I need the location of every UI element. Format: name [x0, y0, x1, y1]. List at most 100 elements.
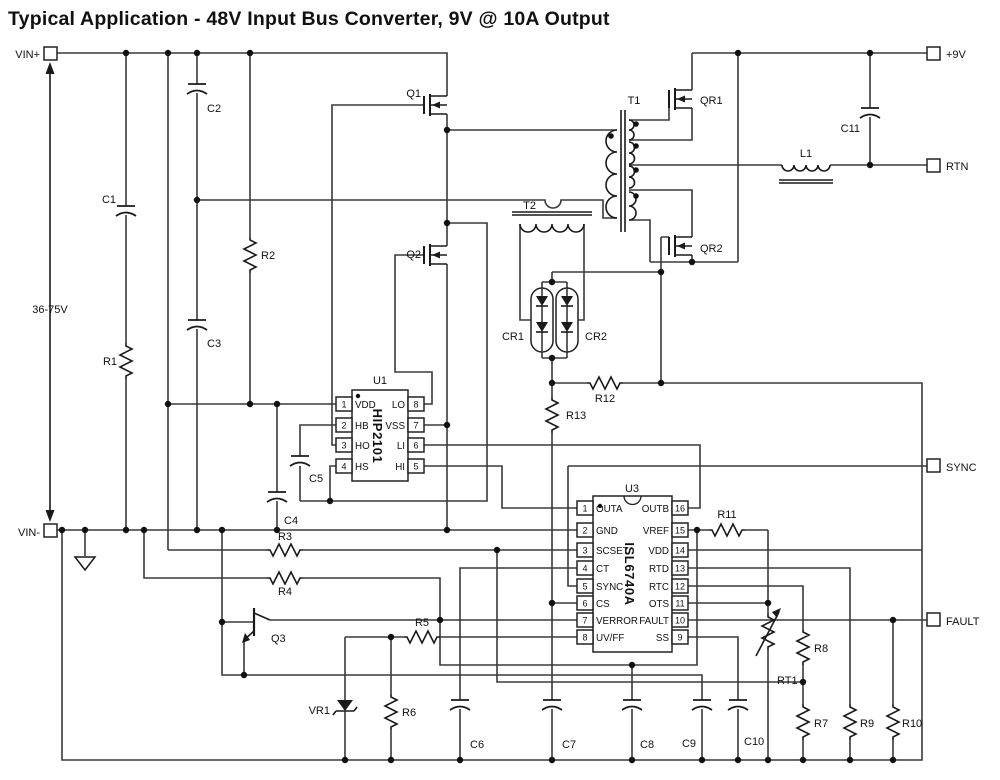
vr1-label: VR1: [309, 705, 330, 717]
input-range-arrow: [45, 62, 55, 522]
resistor-r4: [266, 571, 304, 585]
ic-u1: 1 2 3 4 8 7 6 5 VDD HB HO HS LO VSS LI H…: [335, 375, 425, 482]
terminal-rtn: [926, 158, 941, 173]
c9-label: C9: [682, 738, 696, 750]
c2-label: C2: [207, 103, 221, 115]
u1-part: HIP2101: [370, 409, 385, 464]
rectifier-cr1: [530, 287, 554, 353]
capacitor-c2: [186, 83, 208, 95]
u3-pin12-num: 12: [675, 582, 685, 592]
u1-pin8-num: 8: [413, 400, 418, 410]
r8-label: R8: [814, 643, 828, 655]
u1-pin5-name: HI: [395, 462, 405, 473]
terminal-sync-label: SYNC: [946, 462, 977, 474]
terminal-vin-minus-label: VIN-: [18, 527, 40, 539]
terminal-vin-minus: [43, 523, 58, 538]
u3-part: ISL6740A: [622, 542, 637, 605]
inductor-l1: [779, 164, 833, 184]
u3-pin11-name: OTS: [649, 599, 670, 610]
c11-label: C11: [841, 123, 860, 135]
u3-pin12-name: RTC: [649, 582, 669, 593]
u3-pin3-num: 3: [582, 546, 587, 556]
r10-label: R10: [902, 718, 922, 730]
resistor-r6: [384, 693, 398, 731]
u3-pin10-name: FAULT: [639, 616, 669, 627]
u3-pin14-name: VDD: [648, 546, 669, 557]
capacitor-c9: [691, 699, 713, 711]
input-range-label: 36-75V: [32, 304, 68, 316]
rt1-label: RT1: [777, 675, 798, 687]
q1-label: Q1: [406, 88, 421, 100]
capacitor-c11: [859, 107, 881, 119]
resistor-r12: [586, 376, 624, 390]
u3-pin2-num: 2: [582, 526, 587, 536]
u3-pin13-num: 13: [675, 564, 685, 574]
capacitor-c10: [727, 699, 749, 711]
u1-pin4-name: HS: [355, 462, 369, 473]
u3-ref: U3: [625, 483, 639, 495]
u3-pin5-name: SYNC: [596, 582, 623, 593]
qr2-label: QR2: [700, 243, 723, 255]
thermistor-rt1: [755, 608, 781, 657]
u3-pin15-name: VREF: [643, 526, 669, 537]
u1-pin2-name: HB: [355, 421, 369, 432]
capacitor-c4: [266, 491, 288, 503]
ground-symbol: [73, 556, 97, 572]
u3-pin4-name: CT: [596, 564, 609, 575]
transformer-t1: [605, 110, 639, 232]
u1-pin7-name: VSS: [385, 421, 405, 432]
u3-pin7-num: 7: [582, 616, 587, 626]
u3-pin11-num: 11: [675, 599, 684, 609]
u1-pin5-num: 5: [413, 462, 418, 472]
r3-label: R3: [278, 531, 292, 543]
terminal-fault: [926, 612, 941, 627]
c8-label: C8: [640, 739, 654, 751]
r5-label: R5: [415, 617, 429, 629]
r1-label: R1: [103, 356, 117, 368]
mosfet-q1: [423, 93, 448, 117]
resistor-r3: [266, 543, 304, 557]
l1-label: L1: [800, 148, 812, 160]
capacitor-c1: [115, 205, 137, 217]
cr2-label: CR2: [585, 331, 607, 343]
r7-label: R7: [814, 718, 828, 730]
u3-pin1-name: OUTA: [596, 504, 623, 515]
ic-u3: 1 2 3 4 5 6 7 8 16 15 14 13 12 11 10 9 O…: [576, 483, 689, 653]
t2-label: T2: [523, 200, 536, 212]
junction-dots: [58, 49, 897, 764]
q3-label: Q3: [271, 633, 286, 645]
resistor-r2: [243, 236, 257, 274]
u3-pin8-num: 8: [582, 633, 587, 643]
schematic-title: Typical Application - 48V Input Bus Conv…: [8, 8, 610, 30]
mosfet-qr2: [668, 234, 693, 258]
resistor-r11: [708, 523, 746, 537]
u3-pin6-num: 6: [582, 599, 587, 609]
u3-pin2-name: GND: [596, 526, 618, 537]
u1-pin6-num: 6: [413, 441, 418, 451]
qr1-label: QR1: [700, 95, 723, 107]
terminal-vin-plus-label: VIN+: [15, 49, 40, 61]
u3-pin4-num: 4: [582, 564, 587, 574]
r13-label: R13: [566, 410, 586, 422]
resistor-r1: [119, 342, 133, 380]
resistor-r5: [403, 630, 441, 644]
u3-pin8-name: UV/FF: [596, 633, 624, 644]
terminal-9v: [926, 46, 941, 61]
rectifier-cr2: [555, 287, 579, 353]
resistor-r7: [796, 703, 810, 741]
capacitor-c7: [541, 699, 563, 711]
u3-pin7-name: VERROR: [596, 616, 638, 627]
q2-label: Q2: [406, 249, 421, 261]
r11-label: R11: [717, 509, 736, 521]
resistor-r10: [886, 703, 900, 741]
u3-pin10-num: 10: [675, 616, 685, 626]
zener-vr1: [332, 700, 358, 716]
resistor-r8: [796, 628, 810, 666]
terminal-fault-label: FAULT: [946, 616, 980, 628]
resistor-r13: [545, 396, 559, 434]
u3-pin1-num: 1: [582, 504, 587, 514]
u3-pin13-name: RTD: [649, 564, 669, 575]
r2-label: R2: [261, 250, 275, 262]
capacitor-c8: [621, 699, 643, 711]
